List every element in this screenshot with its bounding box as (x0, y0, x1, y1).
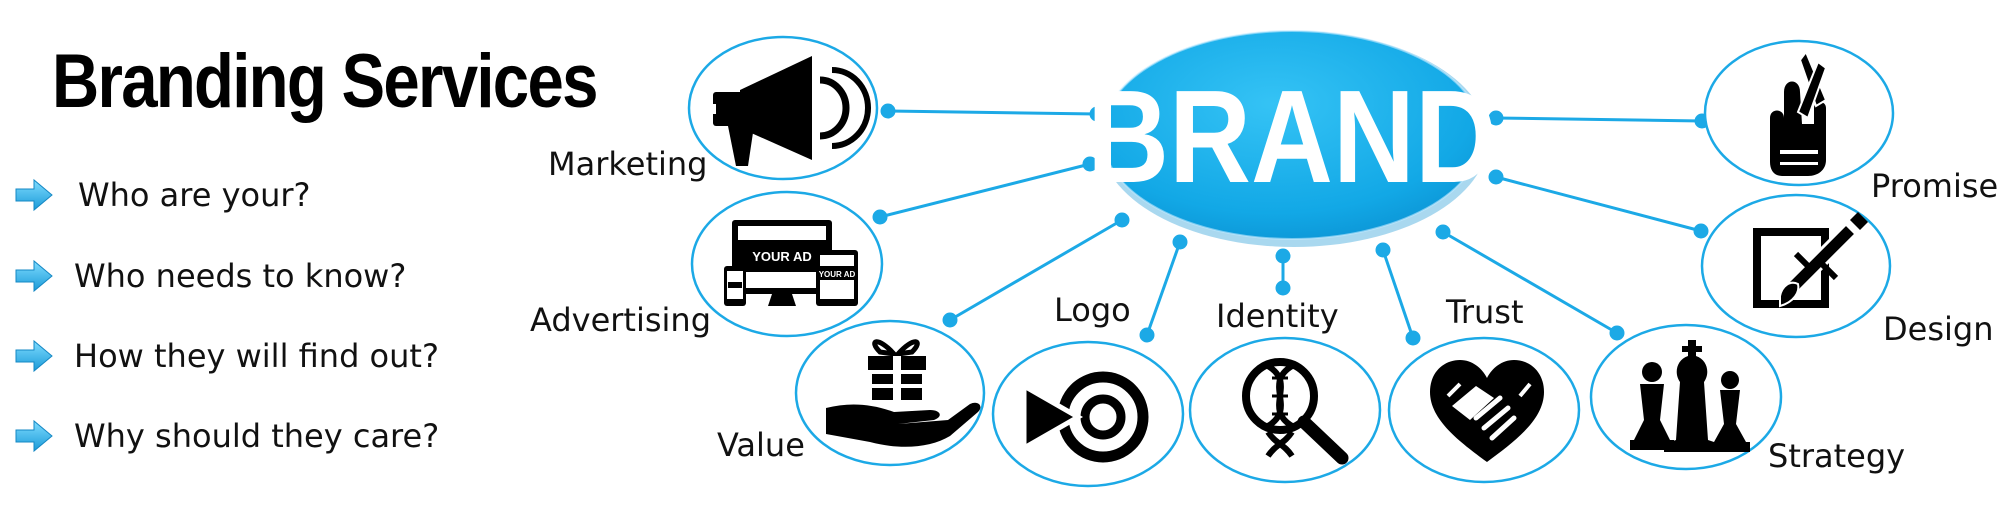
node-value (794, 319, 986, 467)
connector-promise (1488, 110, 1710, 129)
megaphone-icon (708, 56, 871, 166)
brand-center: BRAND (1087, 30, 1497, 247)
connector-logo (1139, 234, 1188, 343)
bullet-text: Who are your? (78, 176, 311, 214)
label-promise: Promise (1871, 167, 1998, 205)
monitor-ad-text: YOUR AD (752, 249, 811, 264)
node-promise (1703, 39, 1895, 187)
heart-handshake-icon (1430, 360, 1544, 462)
node-strategy (1589, 323, 1783, 471)
gift-in-hand-icon (826, 339, 981, 447)
connector-value (942, 212, 1130, 328)
label-marketing: Marketing (548, 145, 707, 183)
node-marketing (687, 35, 879, 181)
label-identity: Identity (1216, 297, 1339, 335)
bullet-text: Why should they care? (74, 417, 440, 455)
node-trust (1387, 336, 1581, 484)
bullet-text: Who needs to know? (74, 257, 407, 295)
crossed-fingers-icon (1770, 50, 1828, 176)
label-strategy: Strategy (1768, 437, 1905, 475)
tablet-ad-text: YOUR AD (819, 270, 856, 279)
label-logo: Logo (1054, 291, 1131, 329)
responsive-ad-icon: YOUR AD YOUR AD (724, 220, 858, 306)
node-design (1700, 193, 1892, 339)
play-circle-icon (1021, 371, 1149, 463)
connector-trust (1375, 242, 1421, 346)
arrow-right-icon (15, 419, 53, 453)
label-design: Design (1883, 310, 1993, 348)
node-advertising: YOUR AD YOUR AD (690, 190, 884, 338)
bullet-text: How they will find out? (74, 337, 439, 375)
connector-advertising (872, 156, 1098, 225)
chess-pieces-icon (1630, 340, 1750, 452)
node-identity (1188, 336, 1382, 484)
label-trust: Trust (1445, 293, 1524, 331)
pen-brush-icon (1753, 212, 1868, 308)
connectors (872, 103, 1710, 346)
page-title: Branding Services (52, 39, 598, 124)
arrow-right-icon (15, 339, 53, 373)
dna-magnifier-icon (1242, 358, 1349, 465)
connector-identity (1275, 248, 1291, 296)
label-value: Value (717, 426, 805, 464)
node-logo (991, 340, 1185, 488)
connector-strategy (1435, 224, 1625, 341)
connector-design (1488, 169, 1709, 239)
label-advertising: Advertising (530, 301, 711, 339)
connector-marketing (880, 103, 1105, 122)
arrow-right-icon (15, 178, 53, 212)
brand-label: BRAND (1087, 64, 1497, 211)
arrow-right-icon (15, 259, 53, 293)
